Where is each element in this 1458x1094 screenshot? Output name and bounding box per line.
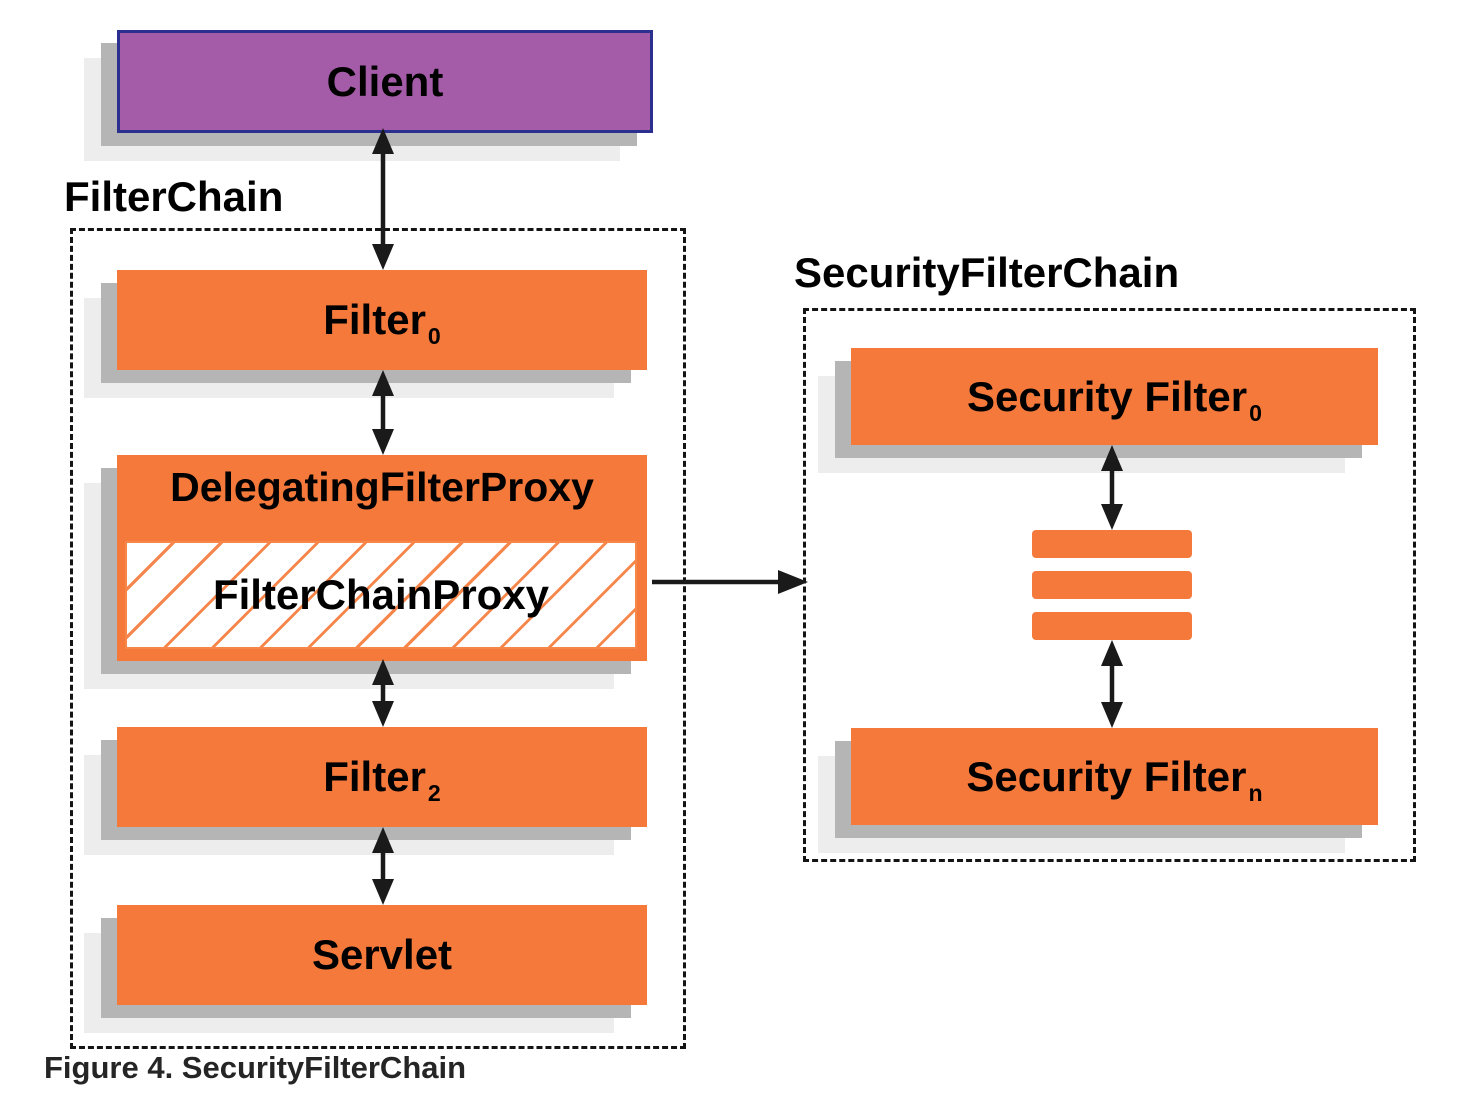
- node-filter0-label: Filter0: [323, 296, 441, 350]
- node-filter-chain-proxy-label: FilterChainProxy: [212, 571, 550, 618]
- node-filter-chain-proxy: FilterChainProxy: [125, 541, 637, 649]
- node-security-filtern-label: Security Filtern: [966, 752, 1263, 806]
- node-security-filtern: Security Filtern: [851, 728, 1378, 825]
- node-filter2-subscript: 2: [427, 780, 441, 807]
- node-client-label: Client: [326, 57, 444, 105]
- node-filter0: Filter0: [117, 270, 647, 370]
- node-filter0-subscript: 0: [427, 323, 441, 350]
- node-filter2-label: Filter2: [323, 753, 441, 807]
- filter-chain-container: [70, 228, 686, 1049]
- ellipsis-bar: [1032, 612, 1192, 640]
- filter-chain-label: FilterChain: [64, 173, 284, 220]
- figure-caption: Figure 4. SecurityFilterChain: [44, 1050, 467, 1085]
- node-client: Client: [117, 30, 653, 133]
- node-security-filter0: Security Filter0: [851, 348, 1378, 445]
- ellipsis-bar: [1032, 571, 1192, 599]
- node-filter2: Filter2: [117, 727, 647, 827]
- node-servlet: Servlet: [117, 905, 647, 1005]
- node-security-filtern-subscript: n: [1248, 779, 1263, 806]
- node-servlet-label: Servlet: [311, 931, 453, 978]
- node-delegating-filter-proxy: DelegatingFilterProxy FilterChainProxy: [117, 455, 647, 661]
- node-delegating-filter-proxy-label: DelegatingFilterProxy: [170, 464, 594, 510]
- security-filter-chain-label: SecurityFilterChain: [794, 249, 1180, 296]
- node-security-filter0-label: Security Filter0: [967, 372, 1262, 426]
- node-security-filter0-subscript: 0: [1249, 399, 1262, 426]
- ellipsis-bar: [1032, 530, 1192, 558]
